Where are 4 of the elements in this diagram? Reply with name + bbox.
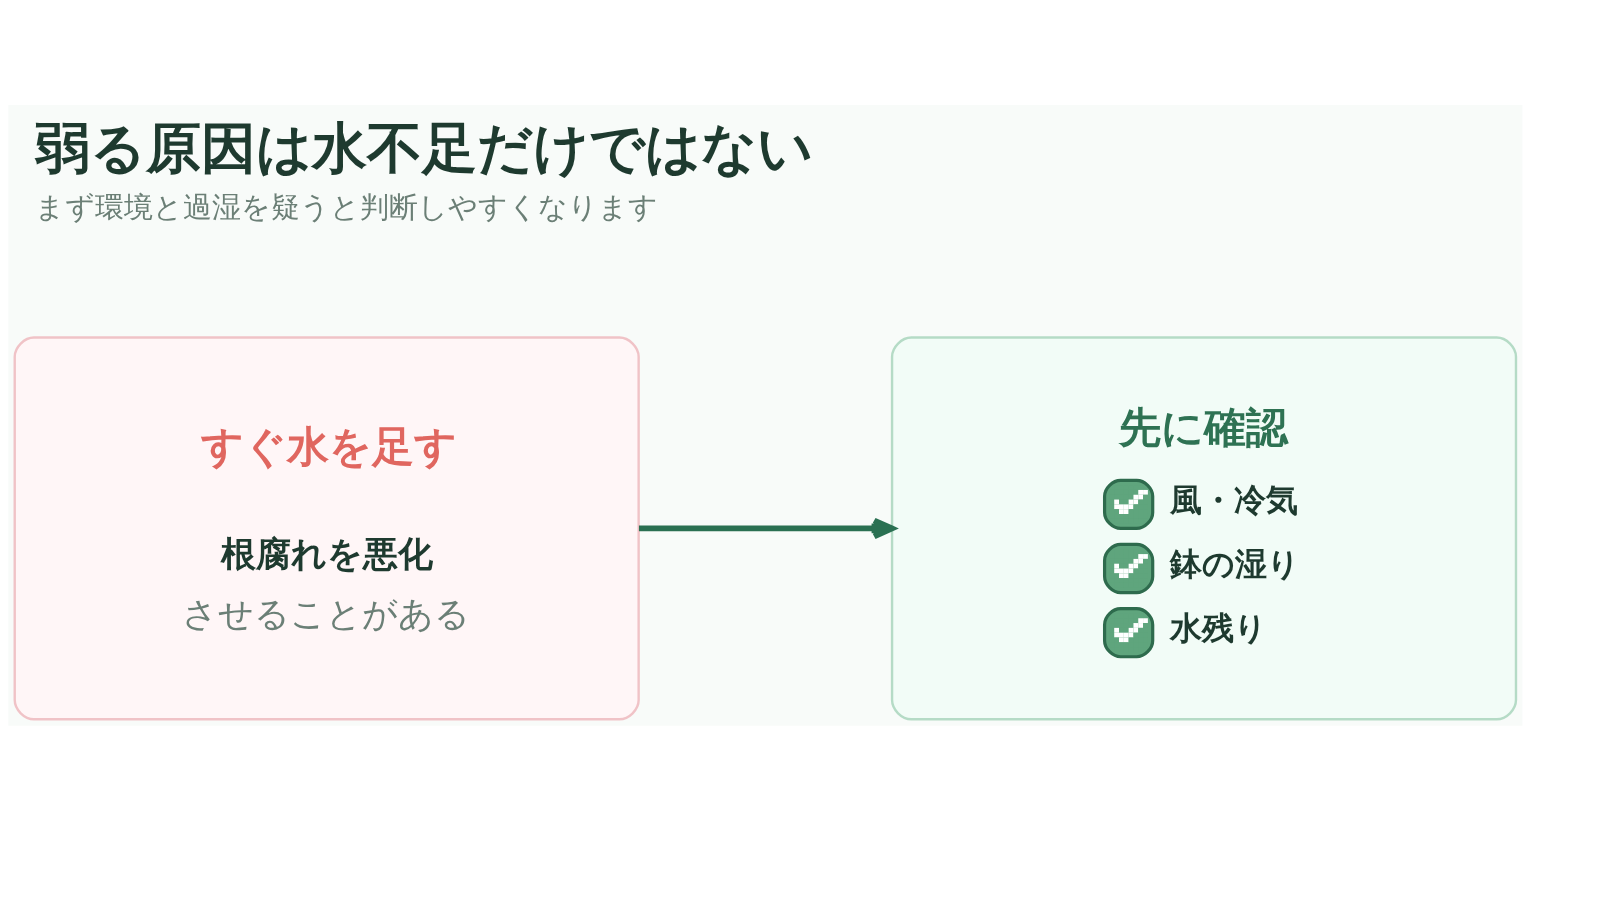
diagram-title: 弱る原因は水不足だけではない	[34, 116, 813, 181]
node-box: すぐ水を足す 根腐れを悪化 させることがある	[13, 336, 640, 721]
caption: まず環境と過湿を疑うと判断しやすくなります	[34, 190, 658, 225]
node-box: 先に確認 風・冷気 鉢の湿り 水残り	[890, 336, 1518, 721]
